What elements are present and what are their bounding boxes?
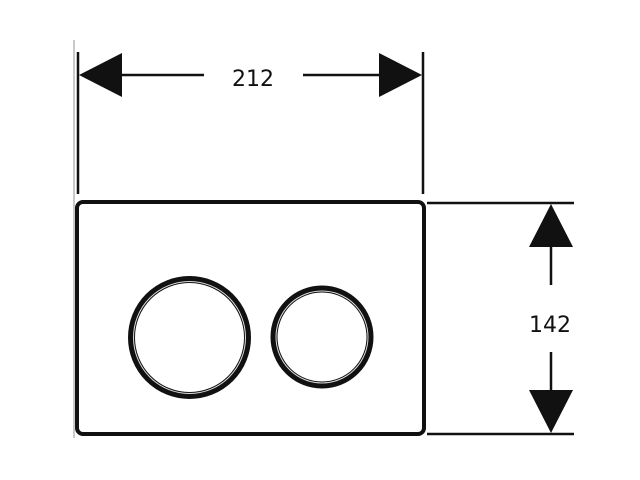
large-button-outer-ring [128,276,251,399]
height-dimension: 142 [427,201,574,436]
width-label: 212 [232,67,274,92]
small-button-outer-ring [270,285,374,389]
small-button-highlight-ring [275,290,369,384]
height-label: 142 [529,313,571,338]
arrow-down-icon [529,390,573,433]
arrow-up-icon [529,204,573,247]
arrow-right-icon [379,53,422,97]
large-button-highlight-ring [133,281,246,394]
large-flush-button [128,276,251,399]
width-dimension: 212 [76,52,425,194]
small-flush-button [270,285,374,389]
arrow-left-icon [79,53,122,97]
flush-plate [75,200,426,436]
